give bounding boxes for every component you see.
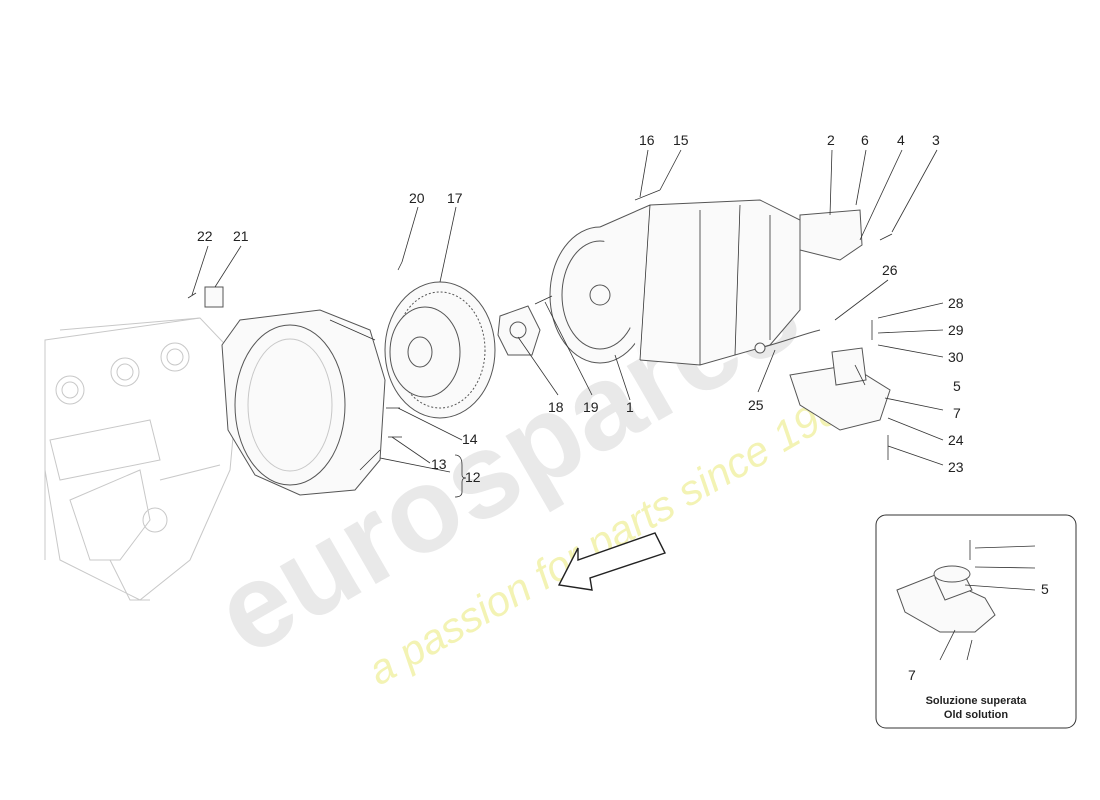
callout-2: 2 bbox=[827, 132, 835, 148]
callout-15: 15 bbox=[673, 132, 689, 148]
callout-30: 30 bbox=[948, 349, 964, 365]
engine-block bbox=[44, 317, 241, 601]
callout-17: 17 bbox=[447, 190, 463, 206]
callout-7: 7 bbox=[953, 405, 961, 421]
inset-callout-7: 7 bbox=[908, 667, 916, 683]
direction-arrow bbox=[557, 532, 666, 591]
callout-23: 23 bbox=[948, 459, 964, 475]
callout-29: 29 bbox=[948, 322, 964, 338]
callout-28: 28 bbox=[948, 295, 964, 311]
callout-20: 20 bbox=[409, 190, 425, 206]
callout-4: 4 bbox=[897, 132, 905, 148]
inset-old-solution: 5 7 Soluzione superata Old solution bbox=[875, 514, 1077, 729]
callout-16: 16 bbox=[639, 132, 655, 148]
callout-1: 1 bbox=[626, 399, 634, 415]
callout-18: 18 bbox=[548, 399, 564, 415]
flywheel bbox=[384, 281, 496, 419]
inset-callout-5: 5 bbox=[1041, 581, 1049, 597]
callout-24: 24 bbox=[948, 432, 964, 448]
callout-5: 5 bbox=[953, 378, 961, 394]
callout-12: 12 bbox=[465, 469, 481, 485]
callout-14: 14 bbox=[462, 431, 478, 447]
callout-3: 3 bbox=[932, 132, 940, 148]
flex-plate bbox=[497, 305, 541, 356]
callout-26: 26 bbox=[882, 262, 898, 278]
bell-housing bbox=[221, 309, 386, 496]
callout-13: 13 bbox=[431, 456, 447, 472]
inset-title-it: Soluzione superata bbox=[926, 695, 1028, 707]
callout-22: 22 bbox=[197, 228, 213, 244]
mount-bracket bbox=[789, 347, 891, 431]
bolts bbox=[187, 189, 893, 460]
inset-title-en: Old solution bbox=[944, 709, 1008, 721]
callout-19: 19 bbox=[583, 399, 599, 415]
gearbox bbox=[549, 199, 863, 366]
callout-6: 6 bbox=[861, 132, 869, 148]
bracket-part bbox=[204, 286, 224, 308]
sensor-cable bbox=[754, 329, 821, 354]
callout-25: 25 bbox=[748, 397, 764, 413]
leader-lines bbox=[191, 149, 944, 498]
callout-21: 21 bbox=[233, 228, 249, 244]
